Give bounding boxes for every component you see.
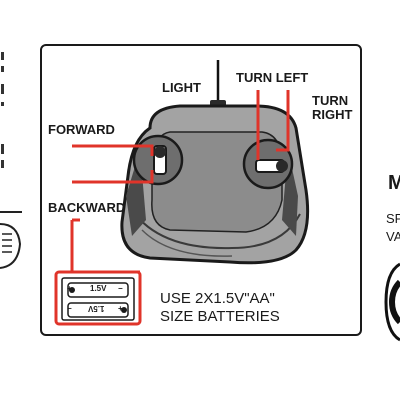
battery-bottom-minus: − — [67, 304, 72, 313]
forward-label: FORWARD — [48, 122, 115, 137]
backward-label: BACKWARD — [48, 200, 126, 215]
turn-left-label: TURN LEFT — [236, 70, 309, 85]
turn-right-label: TURN RIGHT — [312, 94, 352, 122]
right-fragment-line2: VA — [386, 229, 400, 244]
right-fragment-letter: M — [388, 172, 400, 194]
right-fragment-text: SP VA — [386, 210, 400, 246]
right-fragment-line1: SP — [386, 211, 400, 226]
battery-compartment-icon — [61, 277, 135, 321]
light-label: LIGHT — [162, 80, 201, 95]
left-icon-fragment — [0, 211, 22, 269]
right-circle-icon — [384, 262, 400, 342]
battery-instructions: USE 2X1.5V"AA" SIZE BATTERIES — [160, 290, 280, 326]
instruction-panel — [40, 44, 362, 336]
battery-top-plus: + — [67, 284, 72, 293]
turn-right-label-line2: RIGHT — [312, 107, 353, 122]
battery-instructions-line1: USE 2X1.5V"AA" — [160, 290, 275, 307]
annotation-lines — [54, 90, 290, 326]
turn-right-label-line1: TURN — [312, 93, 349, 108]
battery-top-voltage: 1.5V — [90, 284, 107, 293]
battery-bottom-plus: + — [118, 304, 123, 313]
battery-bottom-voltage: 1.5V — [88, 304, 105, 313]
battery-instructions-line2: SIZE BATTERIES — [160, 308, 280, 325]
battery-top-minus: − — [118, 284, 123, 293]
left-edge-fragment — [1, 52, 4, 168]
